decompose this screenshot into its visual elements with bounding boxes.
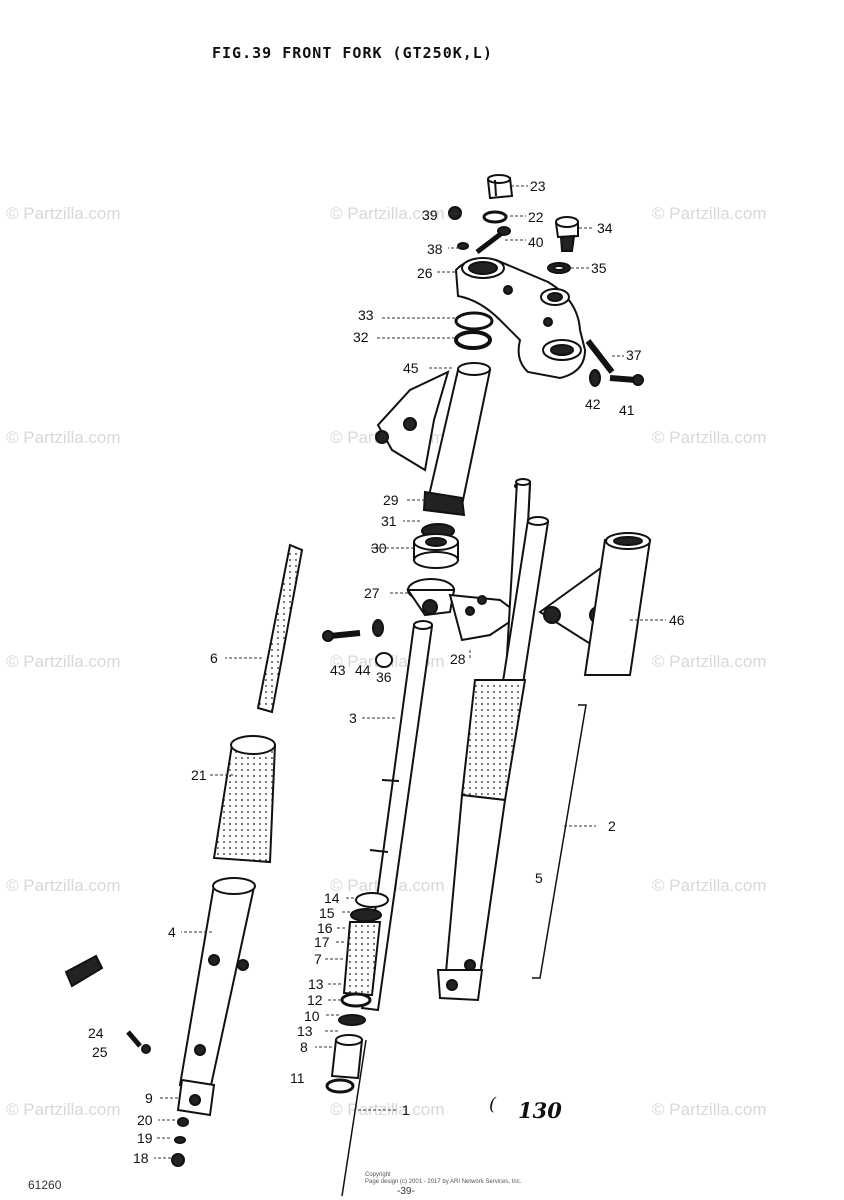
bolt-part xyxy=(171,1153,185,1167)
callout-13: 13 xyxy=(308,976,324,992)
callout-19: 19 xyxy=(137,1130,153,1146)
fork-boot-part xyxy=(212,735,277,864)
callout-32: 32 xyxy=(353,329,369,345)
pinch-bolt-part xyxy=(322,630,361,642)
callout-34: 34 xyxy=(597,220,613,236)
watermark: © Partzilla.com xyxy=(652,204,767,223)
bearing-part xyxy=(413,533,459,569)
callout-8: 8 xyxy=(300,1039,308,1055)
headlight-bracket-part xyxy=(538,532,652,676)
assembly-bracket xyxy=(532,704,587,979)
callout-2: 2 xyxy=(608,818,616,834)
footer-page-number: -39- xyxy=(397,1186,415,1197)
washer-part xyxy=(589,369,601,387)
callout-43: 43 xyxy=(330,662,346,678)
nut-part xyxy=(375,652,393,668)
callout-11: 11 xyxy=(290,1070,305,1086)
watermark: © Partzilla.com xyxy=(6,652,121,671)
watermark: © Partzilla.com xyxy=(6,1100,121,1119)
callout-15: 15 xyxy=(319,905,335,921)
bolt-part xyxy=(475,226,511,254)
callout-5: 5 xyxy=(535,870,543,886)
callout-20: 20 xyxy=(137,1112,153,1128)
assembled-fork-part xyxy=(436,478,550,1002)
callout-12: 12 xyxy=(307,992,323,1008)
callout-30: 30 xyxy=(371,540,387,556)
page-mark-prefix: ( xyxy=(489,1094,497,1115)
callout-25: 25 xyxy=(92,1044,108,1060)
callout-6: 6 xyxy=(210,650,218,666)
nut-part xyxy=(448,206,462,220)
callout-27: 27 xyxy=(364,585,380,601)
watermark: © Partzilla.com xyxy=(330,1100,445,1119)
figure-title: FIG.39 FRONT FORK (GT250K,L) xyxy=(212,44,493,62)
callout-29: 29 xyxy=(383,492,399,508)
washer-part xyxy=(174,1136,186,1144)
callout-46: 46 xyxy=(669,612,685,628)
page-mark: 130 xyxy=(518,1098,562,1123)
fork-spring-part xyxy=(256,543,304,714)
bottom-code: 61260 xyxy=(28,1178,62,1192)
callout-35: 35 xyxy=(591,260,607,276)
callout-44: 44 xyxy=(355,662,371,678)
callout-37: 37 xyxy=(626,347,642,363)
watermark: © Partzilla.com xyxy=(6,204,121,223)
outer-tube-part xyxy=(176,877,256,1117)
leader-lines xyxy=(154,185,666,1159)
callout-9: 9 xyxy=(145,1090,153,1106)
fork-tube-bracket-part xyxy=(375,362,492,517)
callout-42: 42 xyxy=(585,396,601,412)
watermark: © Partzilla.com xyxy=(6,428,121,447)
callout-16: 16 xyxy=(317,920,333,936)
watermark: © Partzilla.com xyxy=(6,876,121,895)
callout-4: 4 xyxy=(168,924,176,940)
bolt-part xyxy=(609,374,644,386)
callout-28: 28 xyxy=(450,651,466,667)
footer-notice: Page design (c) 2001 - 2017 by ARI Netwo… xyxy=(365,1179,522,1185)
cap-bolt-part xyxy=(486,174,514,200)
callout-38: 38 xyxy=(427,241,443,257)
watermark: © Partzilla.com xyxy=(652,876,767,895)
washer-part xyxy=(177,1117,189,1127)
bearing-part xyxy=(454,330,492,350)
callout-13: 13 xyxy=(297,1023,313,1039)
callout-40: 40 xyxy=(528,234,544,250)
callout-31: 31 xyxy=(381,513,397,529)
callout-14: 14 xyxy=(324,890,340,906)
callout-36: 36 xyxy=(376,669,392,685)
callout-21: 21 xyxy=(191,767,207,783)
callout-10: 10 xyxy=(304,1008,320,1024)
upper-bracket-part xyxy=(454,257,587,380)
callout-3: 3 xyxy=(349,710,357,726)
callout-7: 7 xyxy=(314,951,322,967)
washer-part xyxy=(372,619,384,637)
callout-45: 45 xyxy=(403,360,419,376)
callout-23: 23 xyxy=(530,178,546,194)
cap-bolt-part xyxy=(554,216,579,252)
watermark: © Partzilla.com xyxy=(652,1100,767,1119)
drain-screw-part xyxy=(126,1030,151,1054)
watermark: © Partzilla.com xyxy=(652,428,767,447)
callout-17: 17 xyxy=(314,934,330,950)
callout-26: 26 xyxy=(417,265,433,281)
callout-1: 1 xyxy=(402,1102,410,1118)
callout-24: 24 xyxy=(88,1025,104,1041)
race-part xyxy=(454,311,494,331)
washer-part xyxy=(457,242,469,250)
front-arrow-tag xyxy=(64,954,104,988)
seal-ring-part xyxy=(325,1078,355,1094)
cylinder-rings-part xyxy=(330,892,389,1080)
callout-18: 18 xyxy=(133,1150,149,1166)
centerline xyxy=(341,1039,367,1197)
o-ring-part xyxy=(482,210,508,224)
callout-33: 33 xyxy=(358,307,374,323)
watermark: © Partzilla.com xyxy=(330,204,445,223)
callout-41: 41 xyxy=(619,402,635,418)
callout-39: 39 xyxy=(422,207,438,223)
callout-22: 22 xyxy=(528,209,544,225)
footer-copyright: Copyright xyxy=(365,1172,391,1178)
watermark: © Partzilla.com xyxy=(652,652,767,671)
bolt-part xyxy=(585,339,615,374)
